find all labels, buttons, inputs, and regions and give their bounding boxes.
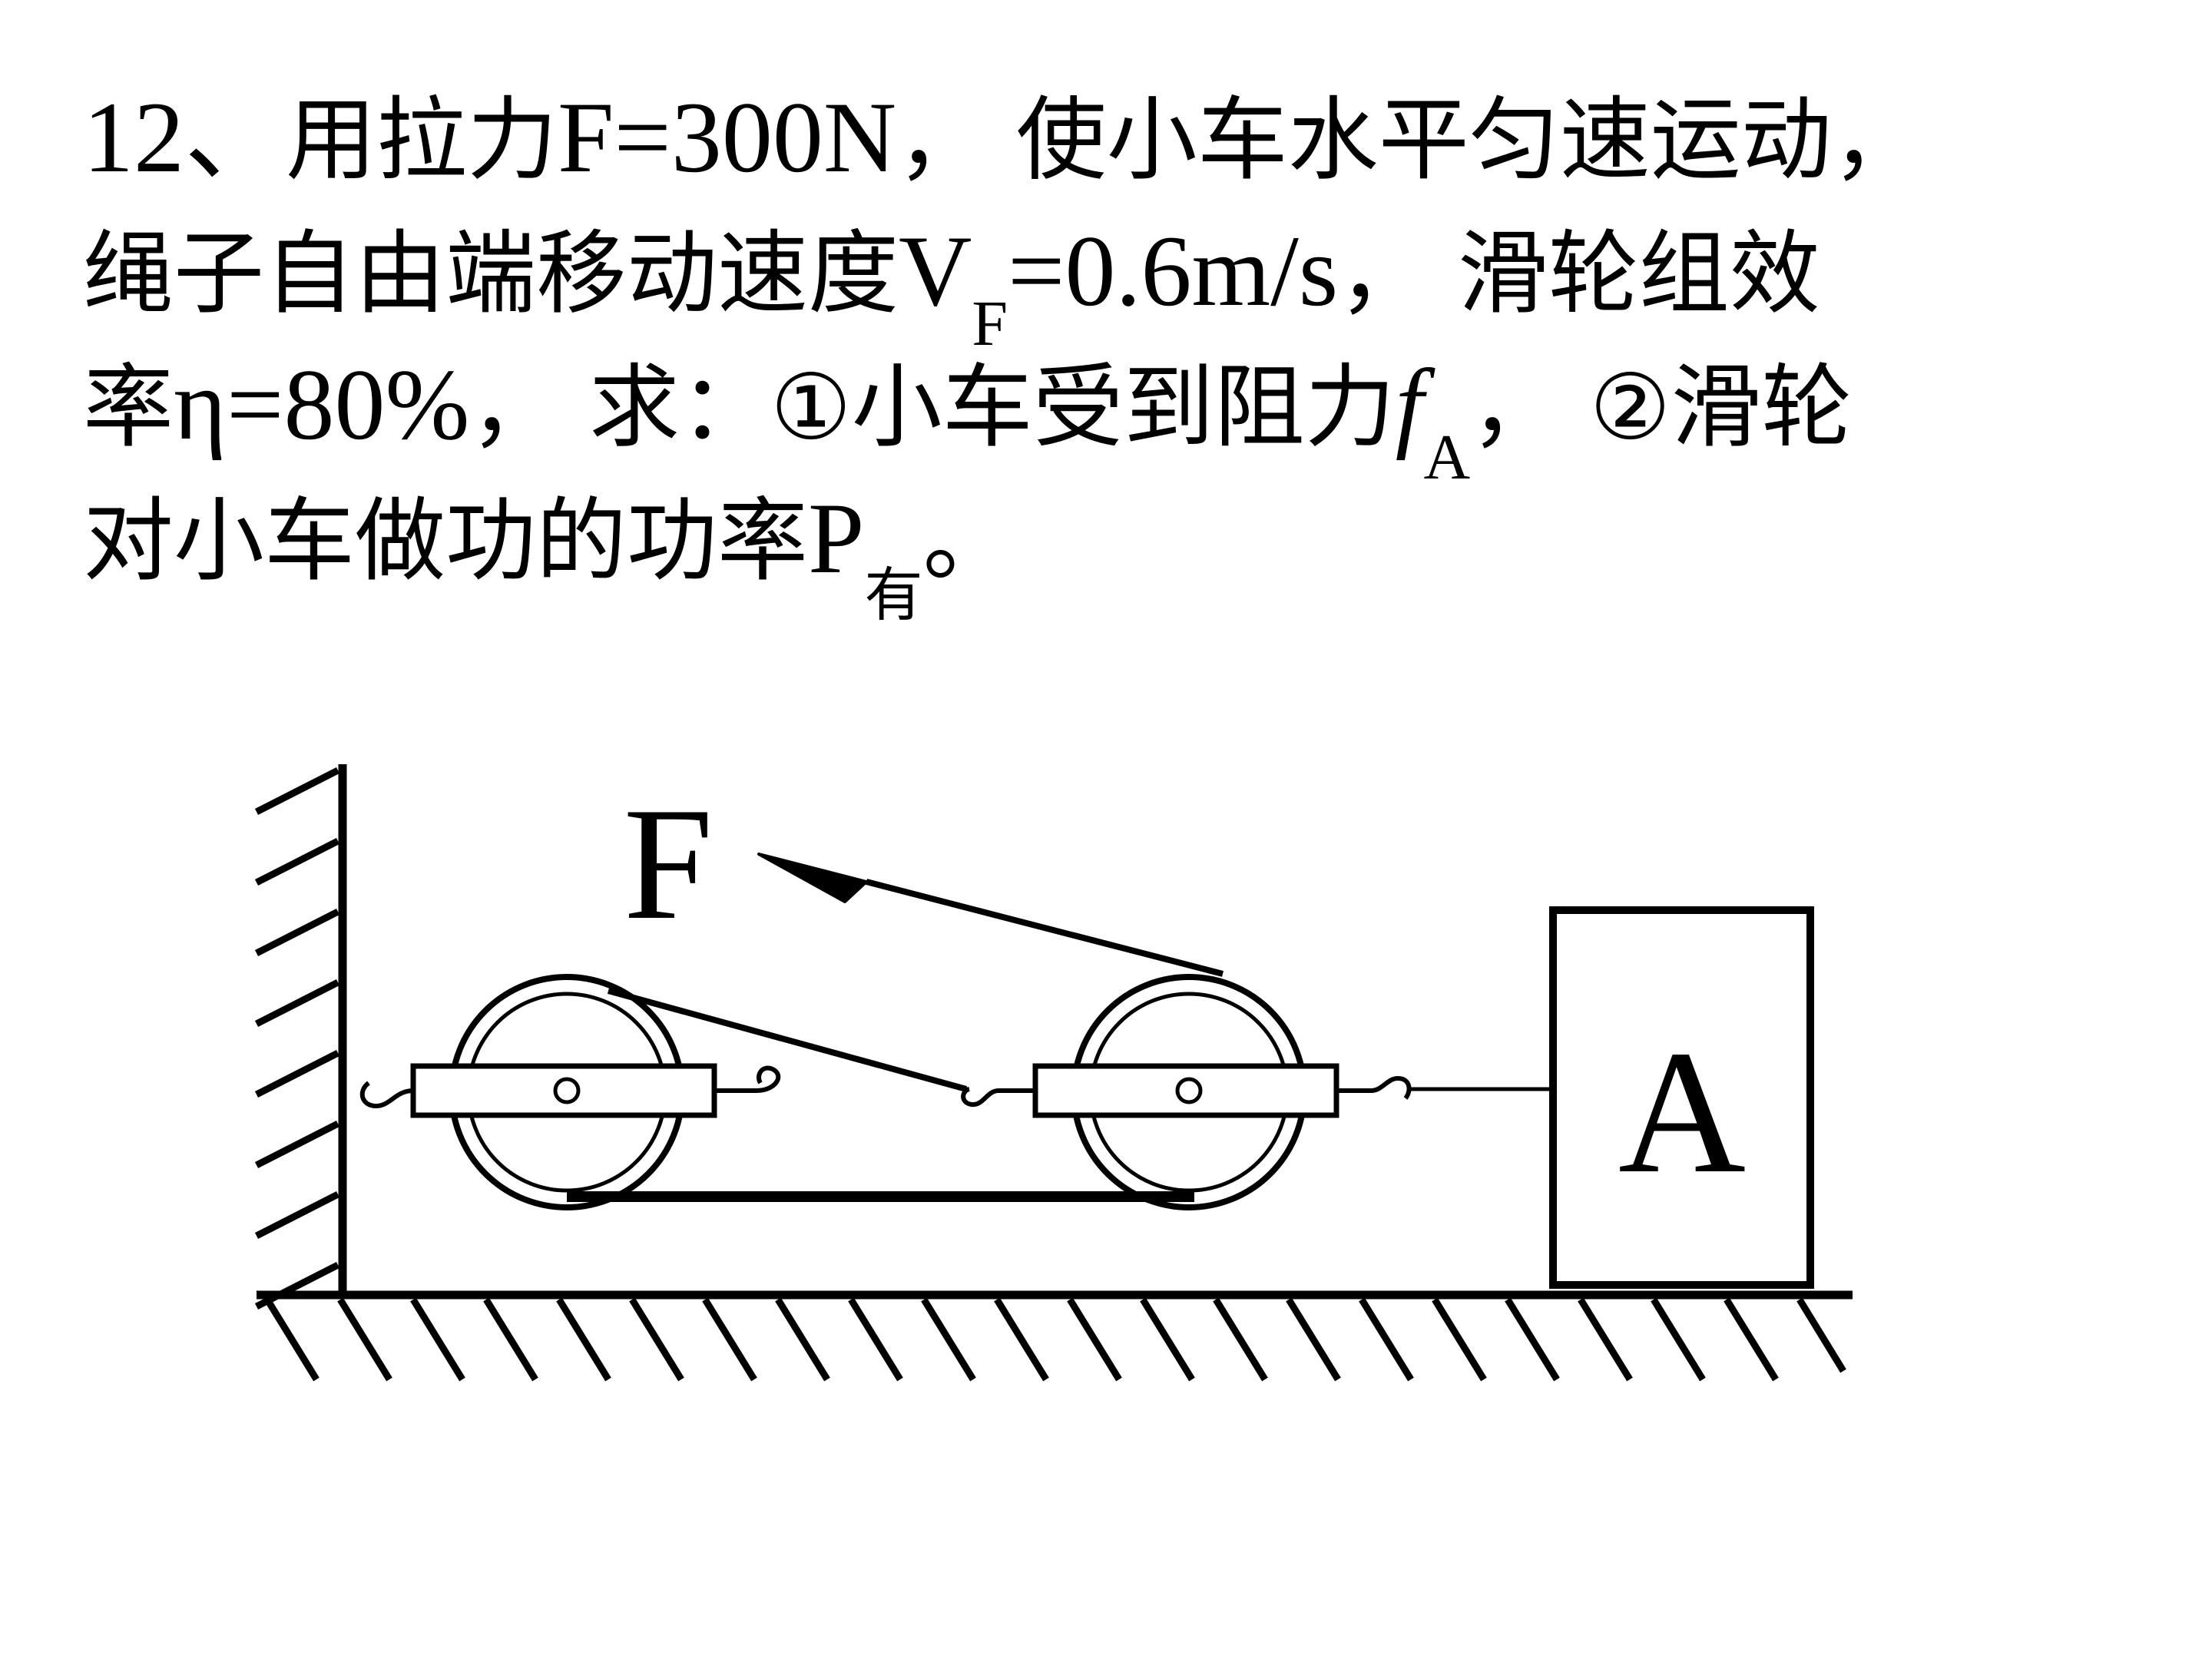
problem-line-1: 12、用拉力F=300N， 使小车水平匀速运动， [83, 71, 2187, 204]
wall [254, 764, 347, 1310]
velocity-symbol: V [899, 214, 972, 327]
problem-line-3: 率η=80%， 求：①小车受到阻力fA， ②滑轮 [83, 338, 2187, 490]
rope-middle [607, 988, 968, 1092]
problem-text-3a: 率 [83, 354, 174, 460]
problem-statement: 12、用拉力F=300N， 使小车水平匀速运动， 绳子自由端移动速度VF=0.6… [83, 71, 2187, 624]
problem-line-4: 对小车做功的功率P有。 [83, 472, 2187, 624]
ropes [567, 879, 1553, 1202]
friction-subscript: A [1423, 422, 1471, 493]
efficiency-value: η=80% [174, 348, 470, 461]
power-symbol: P [808, 482, 865, 594]
movable-pulley-frame [1032, 1063, 1339, 1118]
problem-text-2b: ， 滑轮组效 [1338, 220, 1820, 326]
velocity-value: =0.6m/s [1008, 214, 1339, 327]
friction-symbol: f [1395, 348, 1424, 461]
block-a [1549, 906, 1814, 1289]
problem-number: 12、 [83, 81, 286, 194]
movable-pulley-right-hook [1336, 1075, 1412, 1100]
rope-free-end [865, 879, 1224, 977]
force-value: F=300N [558, 81, 897, 194]
problem-text-1a: 用拉力 [286, 87, 558, 193]
force-arrow-head [757, 853, 868, 903]
ground-hatching [264, 1297, 1846, 1382]
movable-pulley-axle [1175, 1077, 1203, 1104]
problem-text-3b: ， 求：①小车受到阻力 [469, 354, 1396, 460]
problem-line-2: 绳子自由端移动速度VF=0.6m/s， 滑轮组效 [83, 204, 2187, 356]
problem-text-2a: 绳子自由端移动速度 [83, 220, 899, 326]
fixed-pulley-axle [553, 1077, 581, 1104]
problem-text-3c: ， ②滑轮 [1470, 354, 1853, 460]
block-a-label: A [1618, 1014, 1746, 1210]
velocity-subscript: F [972, 288, 1008, 359]
problem-text-4b: 。 [922, 488, 1014, 594]
wall-hatching [254, 767, 340, 1310]
ground [257, 1290, 1853, 1382]
force-label: F [624, 775, 714, 953]
fixed-pulley-hook [714, 1065, 781, 1093]
hooks [359, 1065, 1412, 1109]
power-subscript: 有 [864, 561, 923, 629]
problem-text-1b: ， 使小车水平匀速运动， [896, 87, 1922, 193]
problem-text-4a: 对小车做功的功率 [83, 488, 809, 594]
wall-hook [359, 1081, 414, 1109]
movable-pulley-left-hook [961, 1087, 1035, 1108]
